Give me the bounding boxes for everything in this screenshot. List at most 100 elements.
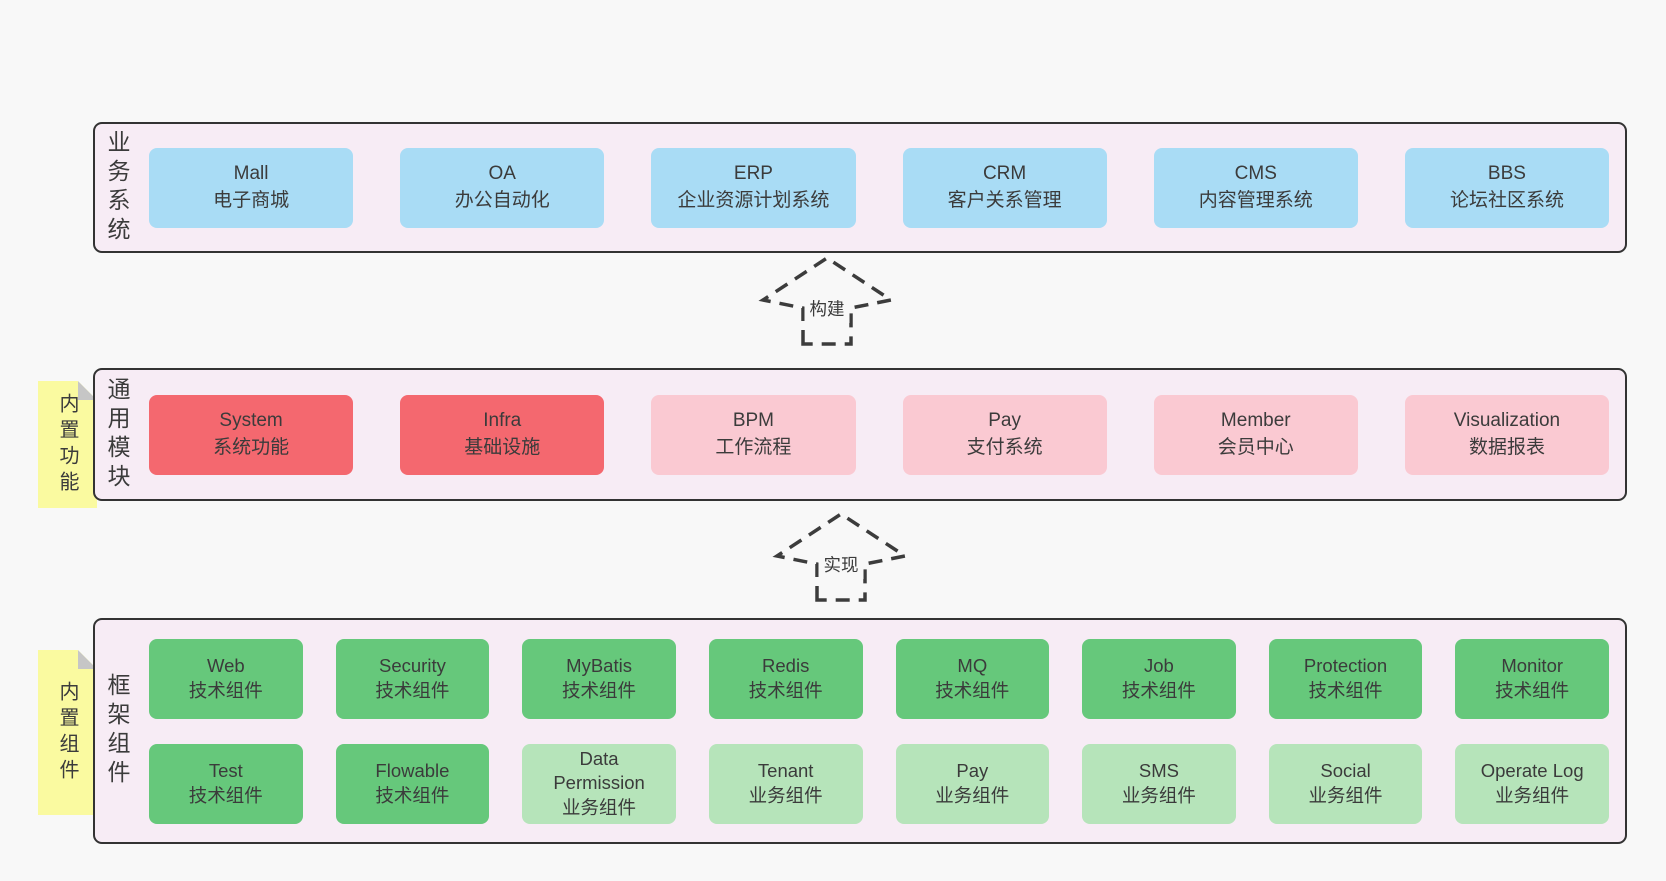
box-title: Job — [1144, 655, 1174, 677]
section-label-business: 业务系统 — [95, 124, 139, 251]
section-label-components: 框架组件 — [95, 620, 139, 842]
box-subtitle: 技术组件 — [935, 679, 1010, 701]
box-title: Mall — [233, 162, 269, 184]
arrow-label-build: 构建 — [804, 294, 850, 323]
sticky-note-builtin-functions: 内置功能 — [38, 381, 97, 508]
box-subtitle: 论坛社区系统 — [1449, 189, 1564, 211]
box-title: Operate Log — [1480, 760, 1584, 782]
box-title: System — [219, 409, 283, 431]
box-title: ERP — [733, 162, 773, 184]
box-subtitle: 电子商城 — [213, 189, 290, 211]
box-subtitle: 办公自动化 — [454, 189, 550, 211]
box-title: Social — [1320, 760, 1371, 782]
box-subtitle: 技术组件 — [188, 679, 263, 701]
component-box-pay: Pay 支付系统 — [902, 394, 1107, 475]
box-title: Pay — [988, 409, 1021, 431]
box-subtitle: 业务组件 — [562, 796, 637, 818]
component-box-bbs: BBS 论坛社区系统 — [1404, 147, 1610, 228]
component-box-visualization: Visualization 数据报表 — [1404, 394, 1610, 475]
box-subtitle: 技术组件 — [375, 679, 450, 701]
box-subtitle: 技术组件 — [748, 679, 823, 701]
box-title: SMS — [1138, 760, 1179, 782]
box-title: Web — [206, 655, 245, 677]
box-title: OA — [488, 162, 516, 184]
section-label-text: 业务系统 — [104, 129, 130, 246]
sticky-note-builtin-components: 内置组件 — [38, 650, 97, 815]
component-box-system: System 系统功能 — [149, 394, 354, 475]
box-subtitle: 业务组件 — [1495, 784, 1570, 806]
box-subtitle: 内容管理系统 — [1198, 189, 1313, 211]
box-title: Test — [208, 760, 243, 782]
box-subtitle: 基础设施 — [464, 436, 541, 458]
box-subtitle: 工作流程 — [715, 436, 792, 458]
box-subtitle: 客户关系管理 — [947, 189, 1062, 211]
box-subtitle: 技术组件 — [1495, 679, 1570, 701]
component-box-mall: Mall 电子商城 — [149, 147, 354, 228]
box-subtitle: 会员中心 — [1217, 436, 1294, 458]
box-title: Redis — [762, 655, 810, 677]
component-box-member: Member 会员中心 — [1153, 394, 1358, 475]
box-subtitle: 业务组件 — [1308, 784, 1383, 806]
sticky-note-text: 内置组件 — [56, 680, 78, 785]
dashed-up-arrow-icon — [758, 255, 896, 346]
box-title: Visualization — [1453, 409, 1561, 431]
component-box-oa: OA 办公自动化 — [400, 147, 605, 228]
box-subtitle: 技术组件 — [375, 784, 450, 806]
component-box-crm: CRM 客户关系管理 — [902, 147, 1107, 228]
box-title: Tenant — [757, 760, 814, 782]
box-title: CRM — [982, 162, 1027, 184]
component-box-erp: ERP 企业资源计划系统 — [651, 147, 856, 228]
box-title: MyBatis — [566, 655, 632, 677]
dashed-up-arrow-icon — [772, 511, 910, 602]
arrow-label-implement: 实现 — [818, 550, 864, 579]
sticky-note-text: 内置功能 — [56, 392, 78, 497]
box-subtitle: 技术组件 — [188, 784, 263, 806]
panel-business-systems: 业务系统 Mall 电子商城 OA 办公自动化 ERP 企业资源计划系统 CRM 客户关系管理… — [93, 122, 1627, 253]
arrow-up-build: 构建 — [757, 254, 897, 346]
box-title: BPM — [732, 409, 775, 431]
section-label-text: 通用模块 — [104, 376, 130, 493]
box-subtitle: 技术组件 — [562, 679, 637, 701]
box-subtitle: 业务组件 — [935, 784, 1010, 806]
box-subtitle: 业务组件 — [1121, 784, 1196, 806]
box-subtitle: 业务组件 — [748, 784, 823, 806]
box-subtitle: 技术组件 — [1308, 679, 1383, 701]
box-title: Security — [379, 655, 446, 677]
section-label-modules: 通用模块 — [95, 370, 139, 499]
box-subtitle: 系统功能 — [213, 436, 290, 458]
box-title: BBS — [1487, 162, 1526, 184]
arrow-up-implement: 实现 — [771, 510, 911, 602]
box-title: MQ — [957, 655, 988, 677]
box-subtitle: 企业资源计划系统 — [677, 189, 830, 211]
box-title: Protection — [1303, 655, 1388, 677]
box-title: Member — [1220, 409, 1291, 431]
box-subtitle: 技术组件 — [1121, 679, 1196, 701]
box-subtitle: 支付系统 — [966, 436, 1043, 458]
box-subtitle: 数据报表 — [1468, 436, 1545, 458]
